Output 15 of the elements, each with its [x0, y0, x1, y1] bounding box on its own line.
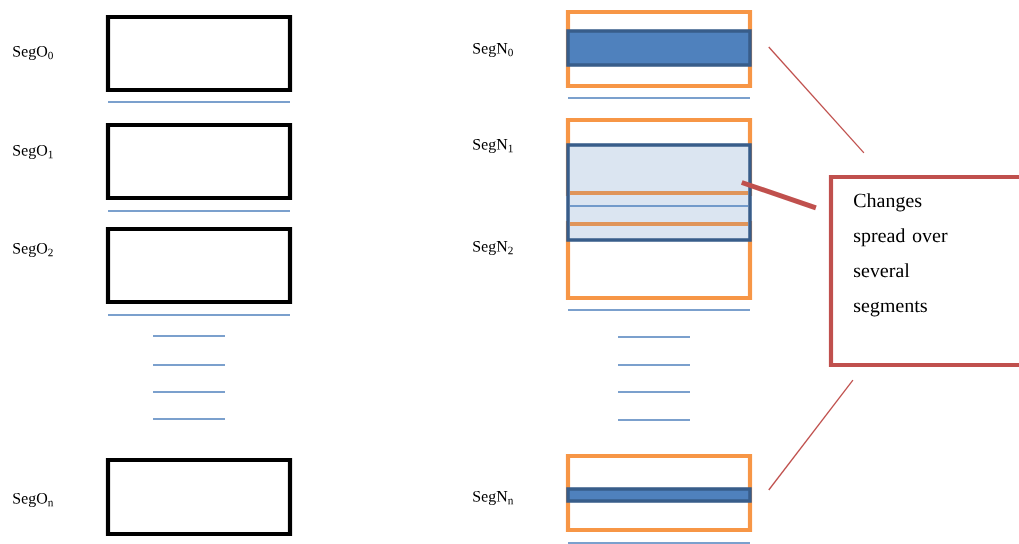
leader-line — [740, 180, 817, 211]
changed-region — [566, 143, 752, 242]
segment-label: SegO$_{0}$ — [13, 45, 53, 60]
segment-label: SegN$_{1}$ — [473, 138, 513, 153]
segment-label: SegN$_{n}$ — [473, 490, 514, 505]
changed-bar — [566, 29, 752, 67]
segment-label: SegO$_{1}$ — [13, 144, 53, 159]
segment-label: SegO$_{n}$ — [13, 492, 54, 507]
leader-line — [768, 379, 854, 491]
segment-label: SegO$_{2}$ — [13, 242, 53, 257]
leader-line — [768, 46, 865, 154]
segment-label: SegN$_{0}$ — [473, 42, 513, 57]
callout-box: Changes spread over several segments — [828, 174, 1019, 368]
changed-bar — [566, 487, 752, 503]
segment-label: SegN$_{2}$ — [473, 240, 513, 255]
